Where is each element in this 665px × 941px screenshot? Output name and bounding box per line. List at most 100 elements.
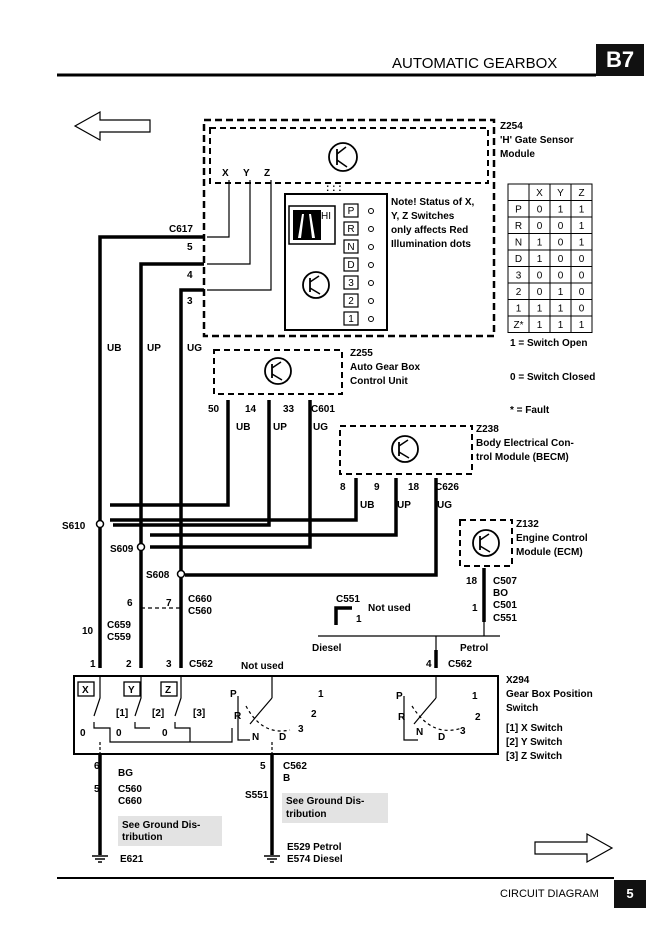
e529-label: E529 Petrol [287,842,342,853]
c560-label-bottom: C560 [118,784,142,795]
c617-pin-5: 5 [187,242,193,253]
wire-ug: UG [187,343,202,354]
gear-box-D [343,257,359,272]
bottom-pin-5b: 5 [260,761,266,772]
truth-cell-text: 0 [558,254,564,265]
z238-line-2: trol Module (BECM) [476,452,569,463]
switch-x-label: X [82,685,89,696]
truth-cell-text: 0 [579,271,585,282]
zero-label-2: 0 [116,728,122,739]
note-line-4: Illumination dots [391,239,471,250]
truth-cell-text: 1 [558,320,564,331]
previous-page-arrow[interactable] [73,110,151,142]
x294-line-1: Gear Box Position [506,689,593,700]
gear-letter-D: D [347,260,354,271]
gear-box-R [343,221,359,236]
truth-cell [570,315,593,333]
next-page-arrow[interactable] [534,832,614,864]
c601-pin-14: 14 [245,404,257,415]
c660-pin-6: 6 [127,598,133,609]
gear-box-3 [343,275,359,290]
dial2-3: 3 [460,726,466,737]
switch-z-box [160,681,178,697]
legend-fault: * = Fault [510,405,550,416]
wire-ub-becm: UB [360,500,374,511]
see-ground-1-line-2: tribution [122,832,163,843]
switch-x-box [77,681,95,697]
c601-pin-33: 33 [283,404,295,415]
c601-label: C601 [311,404,335,415]
c560-pin-7: 7 [166,598,172,609]
wire-up-becm: UP [397,500,411,511]
c551-label-ecm: C551 [493,613,517,624]
z132-id: Z132 [516,519,539,530]
road-icon [298,214,315,238]
not-used-label-2: Not used [241,661,284,672]
truth-cell-text: 0 [537,287,543,298]
z254-y-label: Y [243,168,250,179]
switch-2-label: [2] [152,708,164,719]
see-ground-1-line-1: See Ground Dis- [122,820,200,831]
z254-internal-wires [207,180,272,291]
truth-cell-text: Z [578,188,584,199]
z255-module-outline [213,349,343,395]
c501-pin-1: 1 [472,603,478,614]
ecm-pin-18: 18 [466,576,478,587]
section-badge: B7 [596,44,644,76]
wire-ug-z255: UG [313,422,328,433]
e574-label: E574 Diesel [287,854,343,865]
z254-z-label: Z [264,168,270,179]
bottom-pin-5a: 5 [94,784,100,795]
gear-letter-N: N [347,242,354,253]
z254-module-outline [202,118,496,338]
truth-cell-text: 1 [579,238,585,249]
see-ground-2-line-1: See Ground Dis- [286,796,364,807]
wire-ub: UB [107,343,121,354]
truth-cell-text: 1 [579,221,585,232]
dial1-n: N [252,732,259,743]
x294-legend-2: [2] Y Switch [506,737,562,748]
note-line-1: Note! Status of X, [391,197,475,208]
c551-pin-1: 1 [356,614,362,625]
truth-cell-text: R [515,221,522,232]
truth-cell-text: P [515,205,522,216]
z254-transistor-icon [328,142,358,172]
c626-pin-18: 18 [408,482,420,493]
c660-label-bottom: C660 [118,796,142,807]
x294-pin-1: 1 [90,659,96,670]
c562-label-top: C562 [189,659,213,670]
switch-y-label: Y [128,685,135,696]
truth-cell-text: X [536,188,543,199]
note-line-3: only affects Red [391,225,468,236]
c507-label: C507 [493,576,517,587]
diesel-label: Diesel [312,643,342,654]
gear-letter-2: 2 [348,296,354,307]
truth-cell-text: 0 [558,221,564,232]
truth-cell-text: 1 [516,304,522,315]
dial2-n: N [416,727,423,738]
truth-cell-text: 1 [558,304,564,315]
gear-box-N [343,239,359,254]
wire-bg: BG [118,768,133,779]
indicator-dot-3 [368,280,374,286]
indicator-dot-1 [368,316,374,322]
c560-label: C560 [188,606,212,617]
dotted-link: : : : [326,183,342,194]
harness-wires [98,235,486,855]
gear-box-2 [343,293,359,308]
truth-cell-text: 0 [579,254,585,265]
c562-label-right: C562 [448,659,472,670]
indicator-dot-D [368,262,374,268]
z132-line-2: Module (ECM) [516,547,583,558]
z238-id: Z238 [476,424,499,435]
dial1-p: P [230,689,237,700]
legend-open: 1 = Switch Open [510,338,588,349]
c562-label-bottom: C562 [283,761,307,772]
dial1-2: 2 [311,709,317,720]
truth-cell-text: Y [557,188,564,199]
z254-id: Z254 [500,121,523,132]
z132-transistor-icon [472,529,500,557]
indicator-dot-2 [368,298,374,304]
x294-pin-2: 2 [126,659,132,670]
